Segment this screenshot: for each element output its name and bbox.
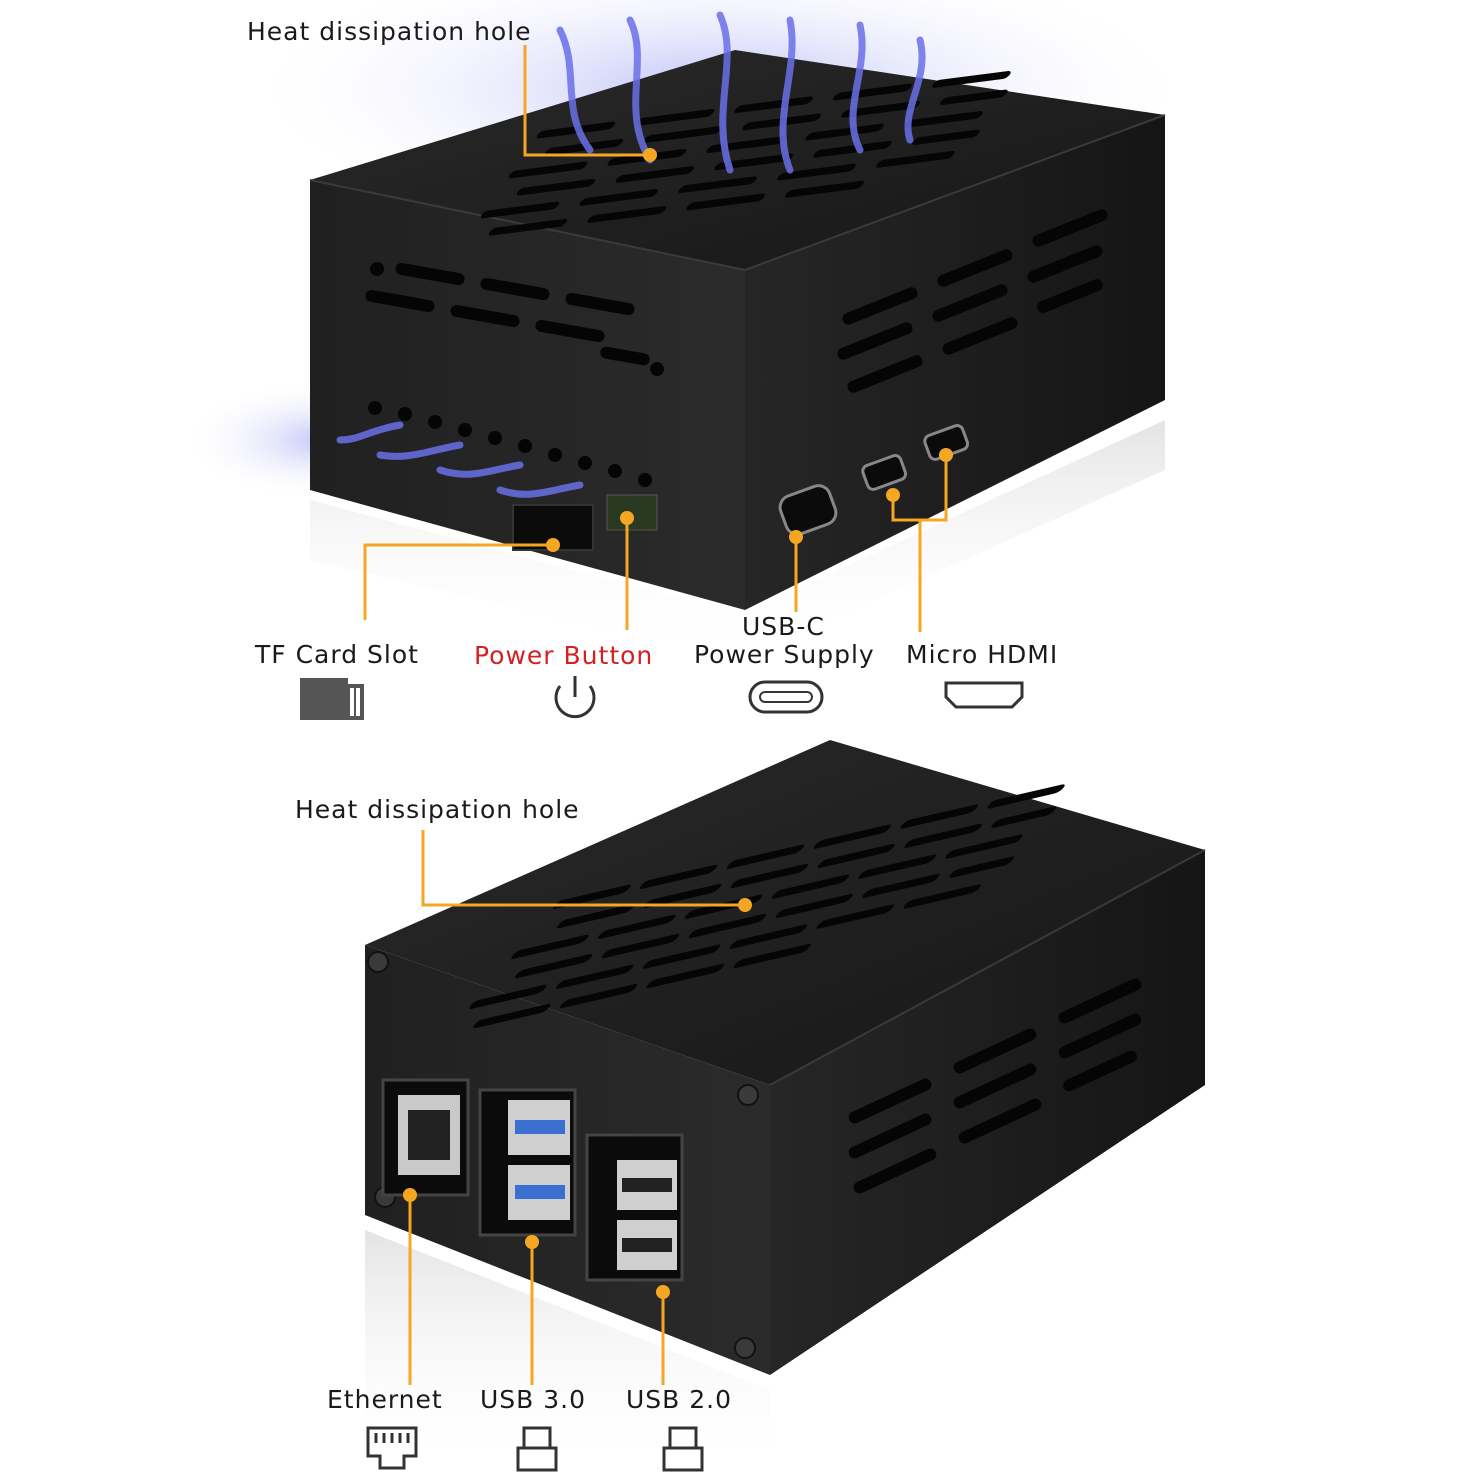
dot-vents bbox=[368, 401, 652, 487]
micro-hdmi-label: Micro HDMI bbox=[906, 640, 1059, 669]
usb-a-icon-2 bbox=[662, 1426, 704, 1472]
ethernet-port bbox=[381, 1078, 470, 1197]
side-vent-slots bbox=[837, 209, 1108, 393]
top-vent-holes-2 bbox=[469, 784, 1065, 1029]
callout-lines-top bbox=[363, 45, 948, 632]
usb-a-icon bbox=[516, 1426, 558, 1472]
power-button-label: Power Button bbox=[474, 641, 654, 670]
micro-hdmi-port-1 bbox=[861, 454, 908, 491]
power-button-hw bbox=[606, 494, 658, 531]
power-icon bbox=[554, 676, 596, 719]
microsd-icon bbox=[300, 678, 364, 720]
usb-c-port bbox=[778, 484, 838, 536]
bottom-heat-dissipation-label: Heat dissipation hole bbox=[295, 795, 580, 824]
usb2-label: USB 2.0 bbox=[626, 1385, 733, 1414]
callout-dots-bottom bbox=[403, 898, 752, 1299]
screws bbox=[367, 951, 759, 1359]
usb3-ports bbox=[478, 1088, 577, 1237]
tf-card-slot-label: TF Card Slot bbox=[255, 640, 419, 669]
airflow-arrows-side bbox=[336, 421, 584, 498]
case-reflection-2 bbox=[365, 1230, 770, 1475]
usb-c-label: USB-C bbox=[742, 612, 825, 641]
top-case bbox=[180, 0, 1200, 720]
usb2-ports bbox=[585, 1133, 684, 1282]
usb-c-icon bbox=[748, 680, 824, 714]
hdmi-icon bbox=[944, 681, 1024, 709]
callout-lines-bottom bbox=[408, 830, 745, 1385]
ethernet-icon bbox=[366, 1426, 418, 1470]
ethernet-label: Ethernet bbox=[327, 1385, 443, 1414]
case-top-face bbox=[310, 50, 1165, 270]
case-side-face bbox=[745, 115, 1165, 610]
usb3-label: USB 3.0 bbox=[480, 1385, 587, 1414]
callout-dots-top bbox=[546, 148, 953, 552]
side-vent-slots-2 bbox=[848, 978, 1142, 1194]
bottom-case bbox=[365, 740, 1206, 1475]
front-vent-slots bbox=[365, 262, 664, 376]
power-supply-label: Power Supply bbox=[694, 640, 875, 669]
airflow-arrows-top bbox=[556, 11, 926, 174]
top-heat-dissipation-label: Heat dissipation hole bbox=[247, 17, 532, 46]
case-reflection bbox=[310, 420, 1165, 660]
case-side-face-2 bbox=[770, 850, 1205, 1375]
